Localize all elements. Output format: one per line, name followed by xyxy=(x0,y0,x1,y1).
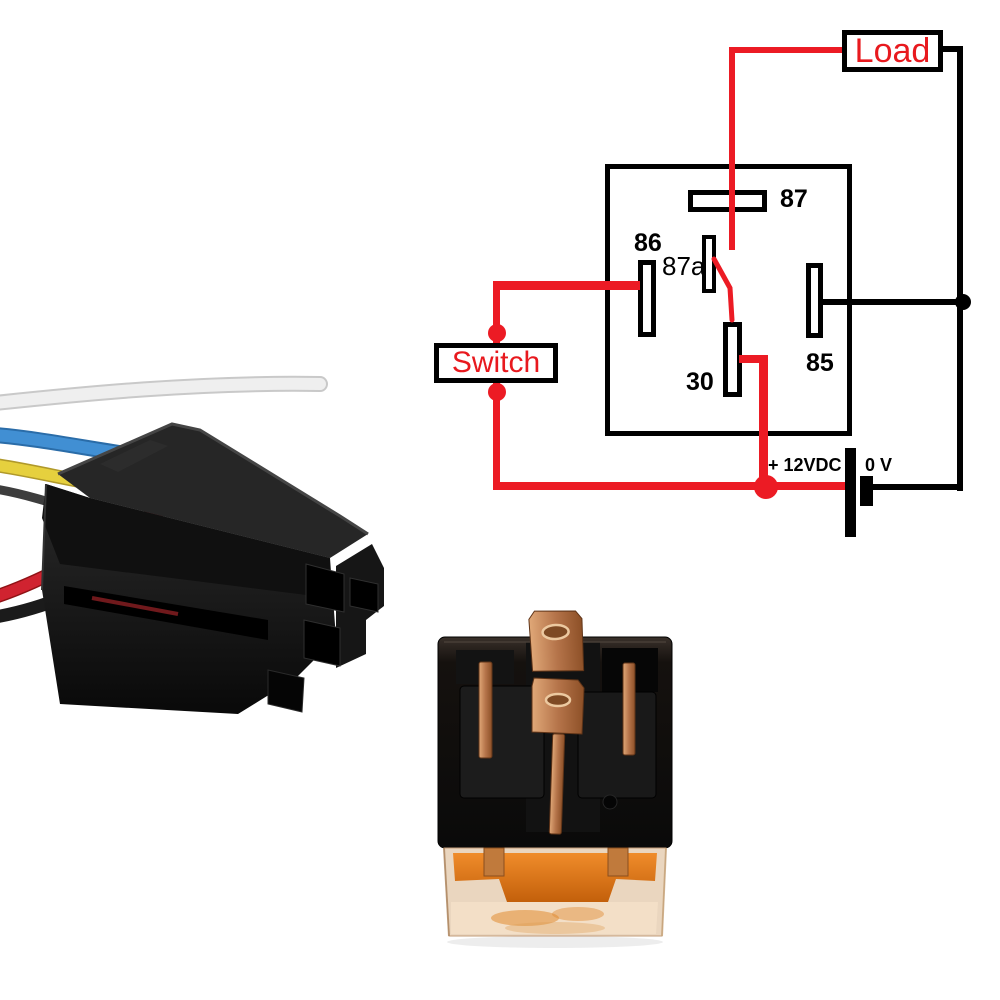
relay-pin-blade-top xyxy=(528,610,585,672)
pin-87-terminal xyxy=(688,190,767,212)
socket-slot xyxy=(303,619,341,667)
wire-load-horizontal xyxy=(730,47,844,53)
relay-pin-blade-mid xyxy=(531,677,585,735)
wire-coil-86 xyxy=(493,281,640,290)
load-label: Load xyxy=(854,32,931,70)
socket-body xyxy=(41,422,384,714)
wire-load-return xyxy=(940,46,963,52)
junction-dot-switch-top xyxy=(488,324,506,342)
switch-box: Switch xyxy=(434,343,558,383)
pin-87a-label: 87a xyxy=(662,251,706,281)
wire-85-ground xyxy=(818,299,960,305)
socket-slot xyxy=(267,669,305,713)
relay-pin-right xyxy=(622,662,636,756)
relay-shadow xyxy=(447,936,663,948)
junction-dot-ground xyxy=(955,294,971,310)
switch-label: Switch xyxy=(451,346,541,379)
relay-base-tab-right xyxy=(607,847,629,877)
wire-supply-bottom xyxy=(493,482,850,490)
junction-dot-supply xyxy=(754,475,778,499)
supply-ground-label: 0 V xyxy=(865,455,893,475)
battery-positive-bar xyxy=(845,448,856,537)
socket-wire-white xyxy=(0,377,326,409)
relay-pin-left xyxy=(478,661,493,759)
pin-30-label: 30 xyxy=(686,368,714,396)
relay-pin-center xyxy=(548,733,566,835)
relay-base-tab-left xyxy=(483,847,505,877)
wire-30-riser xyxy=(759,355,768,488)
relay-photo xyxy=(437,610,673,948)
pin-86-terminal xyxy=(638,260,656,337)
wire-switch-lower xyxy=(493,379,500,489)
wire-30-stub xyxy=(739,355,767,363)
supply-positive-label: + 12VDC xyxy=(768,455,842,475)
pin-87-label: 87 xyxy=(780,185,808,213)
relay-socket-photo xyxy=(0,375,384,714)
relay-pins xyxy=(478,610,636,835)
socket-slot xyxy=(305,563,345,613)
load-box: Load xyxy=(842,30,943,72)
relay-amber-base xyxy=(443,847,667,937)
pin-86-label: 86 xyxy=(634,229,662,257)
wire-ground-vertical xyxy=(957,46,963,491)
wire-ground-bottom xyxy=(868,484,961,490)
battery-negative-bar xyxy=(860,476,873,506)
junction-dot-switch-bottom xyxy=(488,383,506,401)
socket-slot xyxy=(349,577,379,613)
wire-load-vertical xyxy=(729,47,735,250)
wire-switch-upper xyxy=(493,281,500,347)
pin-85-label: 85 xyxy=(806,349,834,377)
